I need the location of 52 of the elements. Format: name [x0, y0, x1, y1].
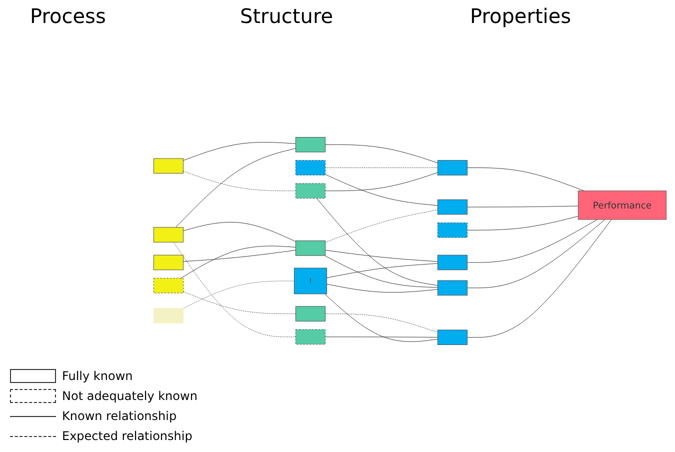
node-box — [437, 199, 468, 215]
connector — [183, 250, 296, 262]
connector — [183, 291, 296, 314]
connector — [183, 280, 294, 309]
connector — [467, 219, 606, 288]
connector — [183, 142, 296, 161]
connector — [183, 170, 296, 192]
node-box — [153, 158, 184, 174]
column-heading: Properties — [470, 4, 572, 28]
legend-label: Expected relationship — [62, 429, 192, 443]
connector — [325, 210, 438, 243]
node-box — [295, 160, 326, 176]
node-box — [153, 254, 184, 270]
connector — [325, 336, 438, 338]
connector — [467, 219, 598, 263]
connector — [467, 216, 578, 230]
connector — [326, 263, 438, 278]
legend-label: Fully known — [62, 369, 133, 383]
connector — [180, 246, 296, 278]
legend-label: Known relationship — [62, 409, 177, 423]
node-box — [153, 308, 184, 324]
node-box — [437, 254, 468, 270]
connector — [467, 219, 612, 338]
connector — [326, 284, 438, 293]
connector — [173, 242, 296, 338]
connector — [325, 174, 438, 206]
node-box — [295, 306, 326, 322]
node-box — [295, 137, 326, 152]
connector — [183, 222, 296, 242]
node-box — [153, 227, 184, 242]
connector — [325, 172, 438, 192]
column-heading: Structure — [240, 4, 334, 28]
connector — [467, 168, 584, 192]
node-box — [437, 280, 468, 296]
node-box — [437, 160, 468, 176]
column-heading: Process — [30, 4, 106, 28]
node-box — [153, 278, 184, 294]
connector — [325, 250, 438, 262]
node-box: Performance — [578, 190, 667, 220]
connector — [316, 198, 438, 286]
legend-label: Not adequately known — [62, 389, 198, 403]
connector — [324, 255, 438, 288]
node-box — [295, 183, 326, 198]
node-box — [437, 330, 468, 345]
node-box — [437, 222, 468, 238]
connector — [467, 206, 578, 208]
node-box — [295, 240, 326, 256]
connector — [325, 144, 438, 164]
connector — [175, 148, 296, 228]
connector — [324, 294, 438, 342]
node-box — [295, 329, 326, 345]
connector — [325, 314, 438, 333]
